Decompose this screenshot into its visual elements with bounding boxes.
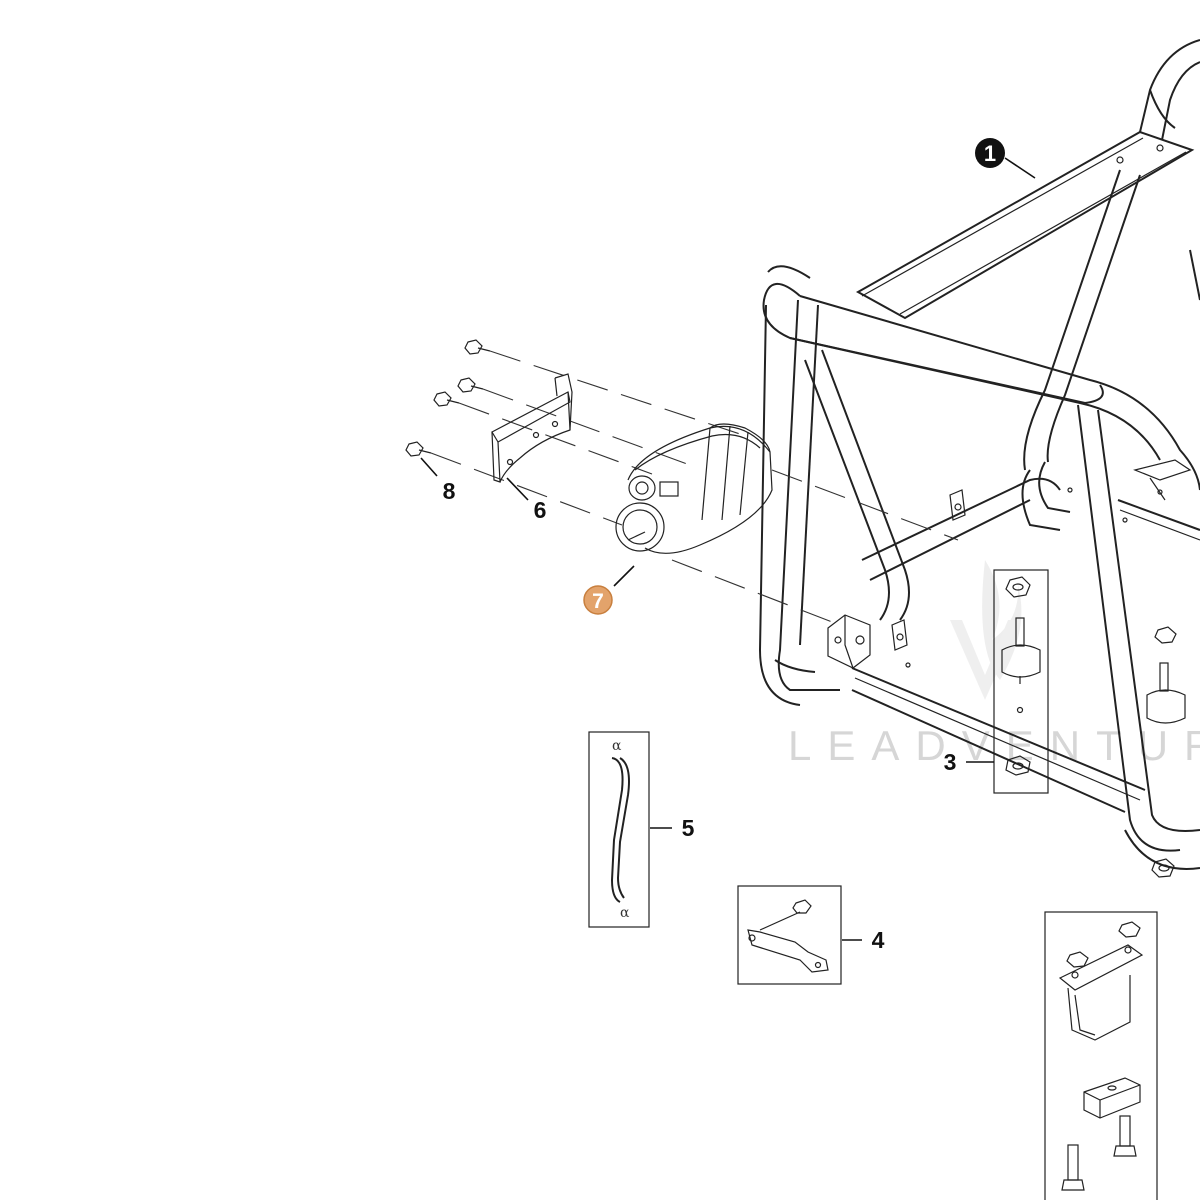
callout-5-label: 5 xyxy=(682,815,695,841)
callout-1[interactable]: 1 xyxy=(975,138,1036,179)
frame-assembly xyxy=(758,39,1200,870)
secondary-mount xyxy=(1146,626,1186,878)
bolt-icon xyxy=(433,391,460,407)
callout-6-label: 7 xyxy=(592,590,604,613)
mount-kit-box xyxy=(993,569,1049,794)
evap-canister xyxy=(615,423,773,554)
hose-clamp-icon: α xyxy=(612,738,622,754)
callout-8-label: 8 xyxy=(443,478,456,504)
bolts xyxy=(405,339,959,623)
frame-bracket xyxy=(827,614,871,669)
bolt-icon xyxy=(457,377,484,393)
callout-4-label: 4 xyxy=(872,927,885,953)
nut-icon xyxy=(1005,755,1031,776)
callout-6[interactable]: 7 xyxy=(583,565,635,615)
callout-7[interactable]: 6 xyxy=(506,477,547,523)
callout-7-label: 6 xyxy=(534,497,547,523)
nut-icon xyxy=(1118,921,1141,938)
bolt-icon xyxy=(1061,1144,1085,1191)
hose-clamp-icon: α xyxy=(620,905,630,921)
frame-tab-2 xyxy=(891,619,908,651)
nut-icon xyxy=(1066,951,1089,968)
bolt-icon xyxy=(464,339,491,355)
callout-5[interactable]: 5 xyxy=(650,815,695,841)
canister-bracket xyxy=(491,373,573,483)
watermark-logo-icon xyxy=(950,560,1022,700)
callout-3-label: 3 xyxy=(944,749,957,775)
hose-kit-box: α α xyxy=(588,731,650,928)
callout-3[interactable]: 3 xyxy=(944,749,994,775)
bolt-icon xyxy=(1113,1115,1137,1157)
callout-8[interactable]: 8 xyxy=(420,457,456,504)
strap-kit-box xyxy=(737,885,842,985)
nut-icon xyxy=(1151,858,1175,878)
callout-1-label: 1 xyxy=(984,141,996,166)
nut-icon xyxy=(1154,626,1177,644)
bolt-icon xyxy=(405,441,432,457)
bolt-icon xyxy=(792,899,812,914)
nut-icon xyxy=(1005,576,1031,598)
frame-tab-3 xyxy=(1133,459,1192,501)
frame-tab xyxy=(949,489,966,521)
callout-4[interactable]: 4 xyxy=(842,927,885,953)
bracket-kit-box xyxy=(1044,911,1158,1200)
